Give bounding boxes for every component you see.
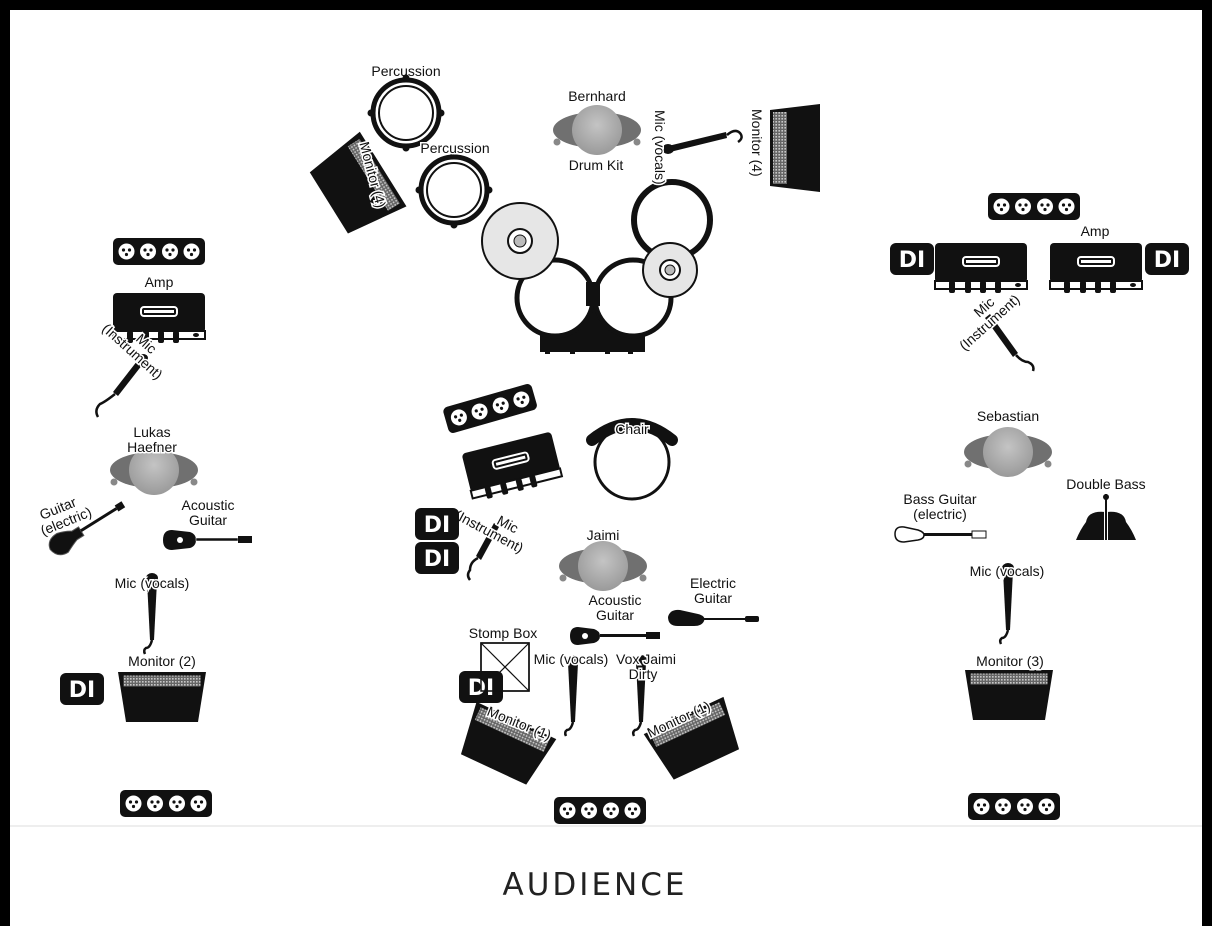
drummer-mic-label: Mic (vocals) <box>652 110 668 185</box>
double-bass-label: Double Bass <box>1066 476 1145 492</box>
di-box-center-2: DI <box>415 542 459 574</box>
drum-kit-label: Drum Kit <box>569 157 624 173</box>
audience-label: AUDIENCE <box>503 867 688 903</box>
mic-instrument-left <box>95 354 148 418</box>
power-outlet-center-bottom <box>554 797 646 824</box>
monitor-2-label: Monitor (2) <box>128 653 196 669</box>
monitor-3 <box>964 669 1054 721</box>
svg-text:DI: DI <box>899 248 925 273</box>
amp-center <box>462 432 564 500</box>
monitor-2 <box>117 671 207 723</box>
percussion-label-2: Percussion <box>420 140 489 156</box>
power-outlet-left-bottom <box>120 790 212 817</box>
bass-guitar <box>894 526 987 543</box>
jaimi-name: Jaimi <box>587 527 620 543</box>
vocal-mic-label-right: Mic (vocals) <box>970 563 1045 579</box>
svg-text:DI: DI <box>1154 248 1180 273</box>
monitor-1-right <box>643 696 740 780</box>
power-outlet-left-top <box>113 238 205 265</box>
double-bass <box>1076 494 1136 540</box>
monitor-4-left <box>309 131 407 234</box>
monitor-4-right <box>770 104 820 192</box>
sebastian-head <box>964 427 1052 477</box>
amp-right-1 <box>934 242 1028 294</box>
chair-label: Chair <box>615 421 649 437</box>
amp-label-right: Amp <box>1081 223 1110 239</box>
electric-guitar-center <box>668 609 759 626</box>
jaimi-head <box>559 541 647 591</box>
drummer-name: Bernhard <box>568 88 626 104</box>
di-box-left: DI <box>60 673 104 705</box>
di-box-center-1: DI <box>415 508 459 540</box>
stomp-box-label: Stomp Box <box>469 625 537 641</box>
power-outlet-center-top <box>442 382 539 435</box>
guitar-electric-left <box>48 501 126 556</box>
acoustic-guitar-center <box>570 627 660 645</box>
percussion-label-1: Percussion <box>371 63 440 79</box>
svg-text:DI: DI <box>69 678 95 703</box>
acoustic-guitar-left <box>163 530 252 550</box>
drum-kit <box>481 179 713 354</box>
power-outlet-right-bottom <box>968 793 1060 820</box>
vocal-mic-label-left: Mic (vocals) <box>115 575 190 591</box>
chair <box>586 418 678 501</box>
power-outlet-right-top <box>988 193 1080 220</box>
monitor-1-left <box>460 701 557 785</box>
sebastian-name: Sebastian <box>977 408 1039 424</box>
svg-text:DI: DI <box>424 547 450 572</box>
drummer-mic <box>662 129 743 154</box>
bass-guitar-label: Bass Guitar(electric) <box>903 491 976 522</box>
amp-label-left: Amp <box>145 274 174 290</box>
monitor-4-label-right: Monitor (4) <box>749 109 765 177</box>
mic-instrument-right <box>985 314 1035 372</box>
amp-right-2 <box>1049 242 1143 294</box>
guitar-electric-label: Guitar(electric) <box>32 490 93 539</box>
di-box-right-2: DI <box>1145 243 1189 275</box>
mic-instrument-center <box>466 523 499 581</box>
di-box-right-1: DI <box>890 243 934 275</box>
vocal-mic-center-1 <box>563 653 581 738</box>
mic-instrument-label-center: Mic(Instrument) <box>452 493 533 556</box>
vocal-mic-label-center: Mic (vocals) <box>534 651 609 667</box>
drummer-head <box>553 105 641 155</box>
svg-text:DI: DI <box>424 513 450 538</box>
monitor-3-label: Monitor (3) <box>976 653 1044 669</box>
percussion-2 <box>416 152 493 229</box>
